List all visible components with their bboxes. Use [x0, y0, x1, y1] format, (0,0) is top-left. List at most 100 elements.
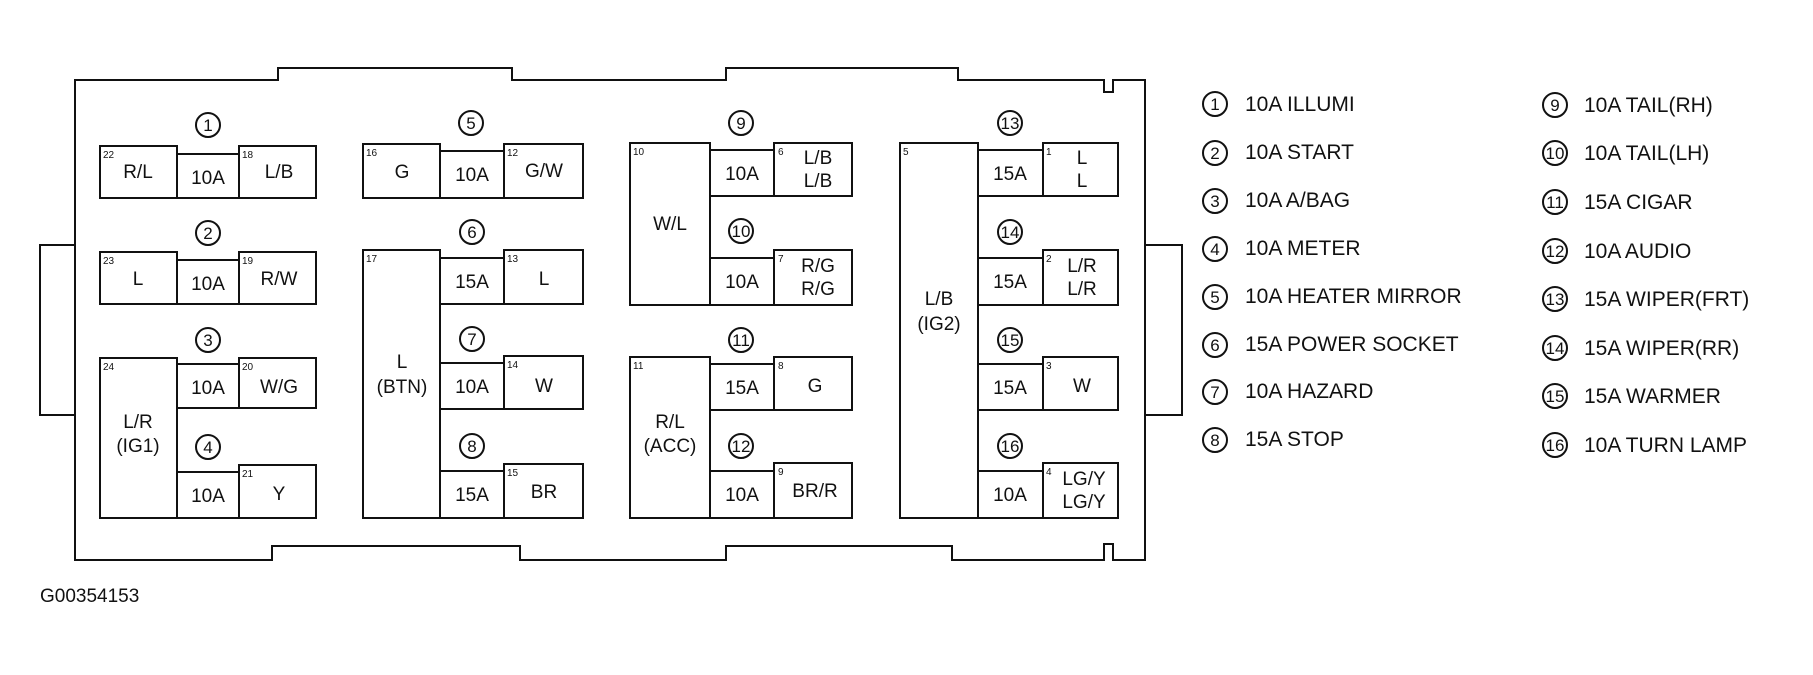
legend-item: 12 10A AUDIO [1542, 238, 1691, 264]
legend-item: 14 15A WIPER(RR) [1542, 335, 1739, 361]
fuse-rating: 10A [191, 274, 225, 295]
pin-number: 10 [633, 147, 645, 158]
legend-label: 10A ILLUMI [1245, 93, 1355, 116]
fuse-slot[interactable]: 10A 4 LG/Y LG/Y 16 [977, 433, 1119, 519]
pin-number: 11 [633, 361, 644, 372]
pin-number: 19 [242, 256, 254, 267]
fuse-slot[interactable]: 22 R/L 10A 18 L/B 1 [99, 112, 317, 199]
legend-number-badge [1202, 284, 1228, 310]
wire-color: L/R [123, 412, 153, 433]
legend-number: 7 [1210, 383, 1219, 402]
legend-label: 15A CIGAR [1584, 191, 1693, 214]
fuse-slot[interactable]: 15A 2 L/R L/R 14 [977, 219, 1119, 306]
connector-left [99, 251, 178, 305]
fuse-slot[interactable]: 10A 21 Y 4 [176, 434, 317, 519]
legend-number: 2 [1210, 144, 1219, 163]
legend-number-badge [1202, 236, 1228, 262]
pin-number: 16 [366, 148, 378, 159]
legend-number-badge [1542, 383, 1568, 409]
connector-right [238, 251, 317, 305]
fuse-number-badge [997, 110, 1023, 136]
fuse-slot[interactable]: 15A 13 L 6 [439, 219, 584, 305]
fuse-slot[interactable]: 16 G 10A 12 G/W 5 [362, 110, 584, 199]
relay-bus: 24 L/R (IG1) [99, 357, 178, 519]
fuse-number-badge [459, 326, 485, 352]
legend-item: 10 10A TAIL(LH) [1542, 140, 1709, 166]
legend-label: 15A WIPER(RR) [1584, 337, 1739, 360]
fuse-box-housing [74, 67, 1146, 561]
circuit-name: (IG2) [917, 314, 960, 335]
fuse-number-badge [195, 327, 221, 353]
wire-color: L/B [804, 148, 833, 169]
legend-number: 5 [1210, 288, 1219, 307]
fuse-slot[interactable]: 15A 8 G 11 [709, 327, 853, 411]
legend-number-badge [1542, 92, 1568, 118]
wire-color: L/R [1067, 279, 1097, 300]
fuse-slot[interactable]: 10A 6 L/B L/B 9 [709, 110, 853, 197]
fuse-slot[interactable]: 10A 20 W/G 3 [176, 327, 317, 409]
connector-right [1042, 142, 1119, 197]
fuse-rating: 15A [993, 378, 1027, 399]
wire-color: BR [531, 482, 557, 503]
fuse-legend: 1 10A ILLUMI 2 10A START 3 10A A/BAG 4 1… [1202, 91, 1749, 458]
fuse-number: 6 [467, 223, 476, 242]
fuse-slot[interactable]: 23 L 10A 19 R/W 2 [99, 220, 317, 305]
fuse-slot[interactable]: 15A 1 L L 13 [977, 110, 1119, 197]
wire-color: LG/Y [1062, 492, 1106, 513]
wire-color: L/B [804, 171, 833, 192]
legend-number: 1 [1210, 95, 1219, 114]
fuse-slot[interactable]: 15A 15 BR 8 [439, 433, 584, 519]
connector-right [238, 145, 317, 199]
pin-number: 9 [778, 467, 784, 478]
connector-right [503, 463, 584, 519]
circuit-name: (ACC) [644, 436, 697, 457]
fuse-rating-box [439, 470, 505, 519]
fuse-slot[interactable]: 10A 9 BR/R 12 [709, 433, 853, 519]
fuse-rating: 10A [455, 165, 489, 186]
fuse-slot[interactable]: 10A 14 W 7 [439, 326, 584, 410]
connector-right [1042, 356, 1119, 411]
pin-number: 13 [507, 254, 519, 265]
circuit-name: (BTN) [377, 377, 428, 398]
fuse-slot[interactable]: 15A 3 W 15 [977, 327, 1119, 411]
fuse-rating-box [977, 149, 1044, 197]
wire-color: L/B [265, 162, 294, 183]
wire-color: LG/Y [1062, 469, 1106, 490]
bus-connector [99, 357, 178, 519]
wire-color: BR/R [792, 481, 837, 502]
legend-number-badge [1542, 140, 1568, 166]
legend-number-badge [1542, 238, 1568, 264]
fuse-number-badge [728, 327, 754, 353]
pin-number: 6 [778, 147, 784, 158]
wire-color: L [539, 269, 550, 290]
connector-right [238, 464, 317, 519]
legend-label: 10A TAIL(LH) [1584, 142, 1709, 165]
pin-number: 14 [507, 360, 519, 371]
pin-number: 12 [507, 148, 519, 159]
fuse-rating: 15A [993, 164, 1027, 185]
connector-right [238, 357, 317, 409]
fuse-rating: 15A [455, 272, 489, 293]
wire-color: L/R [1067, 256, 1097, 277]
fuse-number-badge [728, 218, 754, 244]
fuse-number: 2 [203, 224, 212, 243]
legend-item: 11 15A CIGAR [1542, 189, 1693, 215]
legend-item: 1 10A ILLUMI [1202, 91, 1355, 117]
wire-color: W/L [653, 214, 687, 235]
fuse-rating: 10A [725, 485, 759, 506]
wire-color: L [397, 352, 408, 373]
fuse-slot[interactable]: 10A 7 R/G R/G 10 [709, 218, 853, 306]
wire-color: W [535, 376, 553, 397]
fuse-number: 4 [203, 438, 212, 457]
fuse-rating-box [439, 150, 505, 199]
fuse-rating-box [709, 257, 775, 306]
wire-color: R/G [801, 279, 835, 300]
fuse-rating: 10A [993, 485, 1027, 506]
fuse-rating-box [439, 257, 505, 305]
fuse-rating: 15A [993, 272, 1027, 293]
relay-bus: 5 L/B (IG2) [899, 142, 979, 519]
fuse-number-badge [195, 434, 221, 460]
fuse-number-badge [195, 220, 221, 246]
wire-color: W/G [260, 377, 298, 398]
pin-number: 22 [103, 150, 115, 161]
